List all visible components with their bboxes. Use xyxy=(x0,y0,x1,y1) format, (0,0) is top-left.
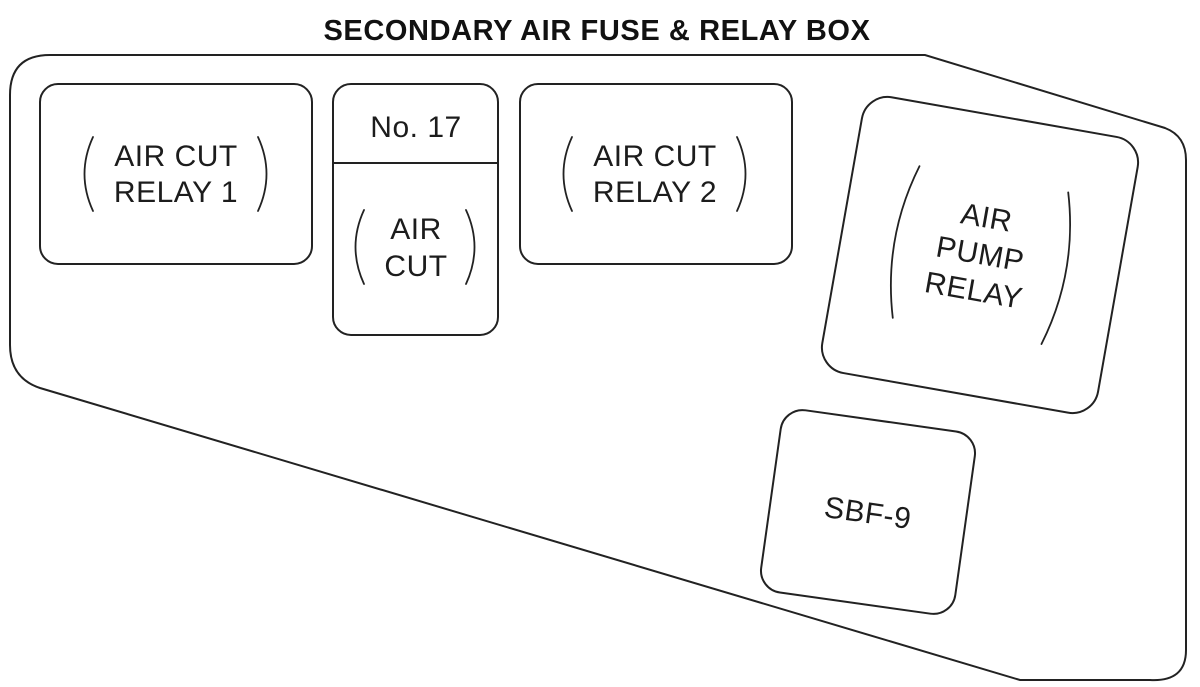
air-cut-relay-1: AIR CUT RELAY 1 xyxy=(39,83,313,265)
air-cut-relay-1-line2: RELAY 1 xyxy=(114,176,238,209)
diagram-title: SECONDARY AIR FUSE & RELAY BOX xyxy=(323,15,870,47)
fuse-no17-air-cut: No. 17 AIR CUT xyxy=(332,83,499,336)
air-cut-relay-2-line2: RELAY 2 xyxy=(593,176,717,209)
fuse-line2: CUT xyxy=(384,250,447,283)
right-bracket xyxy=(257,136,268,212)
air-cut-relay-1-outline xyxy=(39,83,313,265)
right-bracket xyxy=(736,136,747,212)
right-bracket xyxy=(1040,191,1071,345)
air-cut-relay-2-outline xyxy=(519,83,793,265)
air-cut-relay-2-line1: AIR CUT xyxy=(593,140,717,173)
sbf-9-outline xyxy=(759,409,977,615)
left-bracket xyxy=(889,165,921,319)
sbf-9-label: SBF-9 xyxy=(822,491,913,536)
right-bracket xyxy=(465,209,476,285)
air-pump-relay: AIR PUMP RELAY xyxy=(820,95,1140,415)
left-bracket xyxy=(354,209,365,285)
box-outline xyxy=(9,54,1187,682)
left-bracket xyxy=(83,136,94,212)
fuse-number-label: No. 17 xyxy=(370,111,461,144)
air-pump-relay-outline xyxy=(820,95,1140,415)
air-cut-relay-1-line1: AIR CUT xyxy=(114,140,238,173)
air-pump-relay-line1: AIR xyxy=(958,197,1014,238)
left-bracket xyxy=(562,136,573,212)
fuse-no17-outline xyxy=(332,83,499,336)
air-cut-relay-2: AIR CUT RELAY 2 xyxy=(519,83,793,265)
fuse-line1: AIR xyxy=(390,213,442,246)
sbf-9-fuse: SBF-9 xyxy=(759,409,977,615)
